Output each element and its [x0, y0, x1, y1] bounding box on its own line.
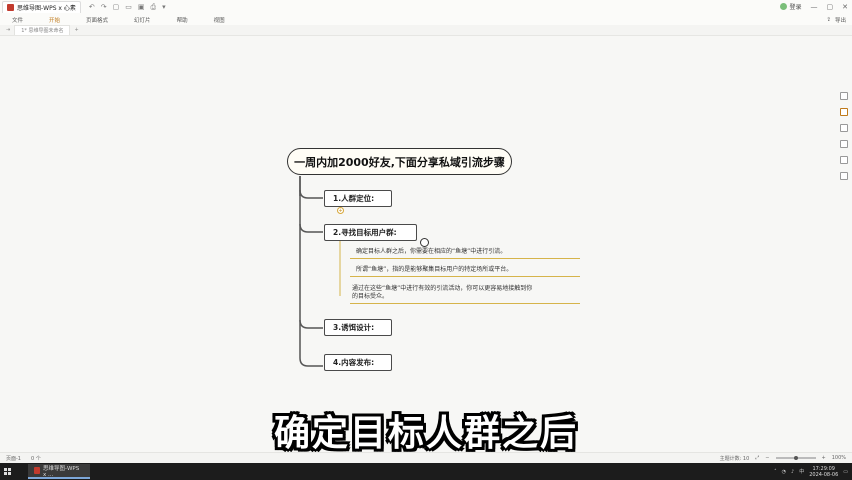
- avatar-icon: [780, 3, 788, 10]
- menu-bar: 文件 开始 页面格式 幻灯片 帮助 视图 ⇪ 导出: [0, 14, 852, 25]
- branch-node-4[interactable]: 4.内容发布:: [324, 354, 392, 371]
- undo-icon[interactable]: ↶: [88, 2, 95, 11]
- branch-node-1-label: 1.人群定位:: [333, 194, 375, 203]
- app-tab[interactable]: 思维导图-WPS x 心素: [2, 1, 81, 13]
- export-button[interactable]: ⇪ 导出: [826, 16, 846, 24]
- export-icon: ⇪: [826, 16, 831, 23]
- branch-node-3-label: 3.诱饵设计:: [333, 323, 375, 332]
- close-icon[interactable]: ✕: [842, 2, 848, 11]
- start-button[interactable]: [0, 463, 14, 480]
- minimize-icon[interactable]: —: [810, 2, 818, 11]
- structure-panel-icon[interactable]: [840, 124, 848, 132]
- open-icon[interactable]: ▢: [112, 2, 120, 11]
- detail-text-2[interactable]: 所谓“鱼塘”，指的是能够聚集目标用户的特定场所或平台。: [356, 266, 513, 273]
- status-bar: 页面-1 0 个 主题计数: 10 ⤢ − + 100%: [0, 452, 852, 463]
- export-label: 导出: [834, 17, 846, 24]
- doc-tab-active[interactable]: 1* 思维导图未命名: [14, 25, 71, 35]
- app-tab-title: 思维导图-WPS x 心素: [17, 5, 76, 12]
- detail-underline-1: [350, 258, 580, 259]
- taskbar-clock[interactable]: 17:29:09 2024-08-06: [809, 466, 838, 478]
- taskbar-app-label: 思维导图-WPS x ...: [42, 465, 80, 478]
- system-tray: ˄ ◔ ♪ 中 17:29:09 2024-08-06 ▭: [774, 466, 848, 478]
- zoom-level[interactable]: 100%: [831, 455, 846, 461]
- folder-icon[interactable]: ▭: [125, 2, 132, 11]
- topic-count: 主题计数: 10: [719, 455, 750, 462]
- fit-view-icon[interactable]: ⤢: [755, 455, 760, 461]
- menu-item-slides[interactable]: 幻灯片: [134, 17, 151, 24]
- status-right: 主题计数: 10 ⤢ − + 100%: [720, 455, 846, 462]
- zoom-in-icon[interactable]: +: [821, 455, 826, 461]
- login-button[interactable]: 登录: [780, 2, 802, 11]
- detail-text-4[interactable]: 的目标受众。: [352, 293, 389, 300]
- collapse-toggle-1-icon[interactable]: +: [337, 207, 344, 214]
- clock-date: 2024-08-06: [809, 471, 839, 478]
- quick-access-toolbar: ↶ ↷ ▢ ▭ ▣ ⎙ ▾: [89, 3, 166, 12]
- window-controls: 登录 — ▢ ✕: [780, 2, 848, 11]
- mindmap-connectors: [299, 175, 341, 367]
- volume-icon[interactable]: ♪: [790, 468, 795, 475]
- zoom-out-icon[interactable]: −: [765, 455, 770, 461]
- clock-time: 17:29:09: [812, 465, 835, 472]
- wps-task-icon: [34, 467, 40, 474]
- menu-item-page-format[interactable]: 页面格式: [86, 17, 109, 24]
- branch-node-1[interactable]: 1.人群定位:: [324, 190, 392, 207]
- os-taskbar: 思维导图-WPS x ... ˄ ◔ ♪ 中 17:29:09 2024-08-…: [0, 463, 852, 480]
- save-icon[interactable]: ▣: [137, 2, 145, 11]
- tab-nav-icon[interactable]: ⇥: [6, 27, 11, 33]
- page-selector[interactable]: 页面-1: [6, 455, 21, 462]
- print-icon[interactable]: ⎙: [150, 2, 157, 11]
- login-label: 登录: [789, 4, 802, 11]
- maximize-icon[interactable]: ▢: [826, 2, 834, 11]
- doc-tab-label: 1* 思维导图未命名: [21, 28, 64, 34]
- title-bar: 思维导图-WPS x 心素 ↶ ↷ ▢ ▭ ▣ ⎙ ▾ 登录 — ▢ ✕: [0, 0, 852, 14]
- branch-node-3[interactable]: 3.诱饵设计:: [324, 319, 392, 336]
- document-tabs: ⇥ 1* 思维导图未命名 +: [0, 25, 852, 36]
- mindmap-canvas[interactable]: 一周内加2000好友,下面分享私域引流步骤 1.人群定位: + 2.寻找目标用户…: [0, 36, 852, 440]
- zoom-slider-thumb[interactable]: [793, 456, 798, 460]
- menu-item-file[interactable]: 文件: [12, 17, 24, 24]
- detail-text-1[interactable]: 确定目标人群之后，你需要在相应的“鱼塘”中进行引流。: [356, 248, 507, 255]
- video-subtitle: 确定目标人群之后: [273, 413, 578, 454]
- root-node-label: 一周内加2000好友,下面分享私域引流步骤: [294, 155, 505, 169]
- outline-panel-icon[interactable]: [840, 172, 848, 180]
- detail-underline-2: [350, 276, 580, 277]
- new-tab-icon[interactable]: +: [74, 27, 79, 33]
- wps-logo-icon: [7, 4, 14, 11]
- zoom-slider[interactable]: [775, 456, 816, 460]
- image-panel-icon[interactable]: [840, 156, 848, 164]
- right-toolbar: [840, 92, 848, 180]
- style-panel-icon[interactable]: [840, 92, 848, 100]
- mouse-cursor-icon: [420, 238, 429, 247]
- branch-node-2[interactable]: 2.寻找目标用户群:: [324, 224, 417, 241]
- menu-item-help[interactable]: 帮助: [176, 17, 188, 24]
- detail-text-3[interactable]: 通过在这些“鱼塘”中进行有效的引流活动，你可以更容易地接触到你: [352, 285, 533, 292]
- menu-item-view[interactable]: 视图: [213, 17, 225, 24]
- detail-underline-3: [350, 303, 580, 304]
- node-count: 0 个: [31, 455, 41, 462]
- more-icon[interactable]: ▾: [162, 2, 166, 11]
- taskbar-app-wps[interactable]: 思维导图-WPS x ...: [28, 464, 90, 479]
- menu-item-start[interactable]: 开始: [49, 17, 61, 24]
- branch-node-4-label: 4.内容发布:: [333, 358, 375, 367]
- input-method-icon[interactable]: 中: [799, 469, 805, 475]
- network-icon[interactable]: ◔: [781, 468, 786, 475]
- theme-panel-icon[interactable]: [840, 108, 848, 116]
- tray-up-icon[interactable]: ˄: [774, 468, 777, 475]
- icon-panel-icon[interactable]: [840, 140, 848, 148]
- redo-icon[interactable]: ↷: [100, 2, 107, 11]
- branch-node-2-label: 2.寻找目标用户群:: [333, 228, 397, 237]
- mindmap-root-node[interactable]: 一周内加2000好友,下面分享私域引流步骤: [287, 148, 512, 175]
- notification-icon[interactable]: ▭: [843, 468, 848, 475]
- windows-logo-icon: [3, 468, 11, 475]
